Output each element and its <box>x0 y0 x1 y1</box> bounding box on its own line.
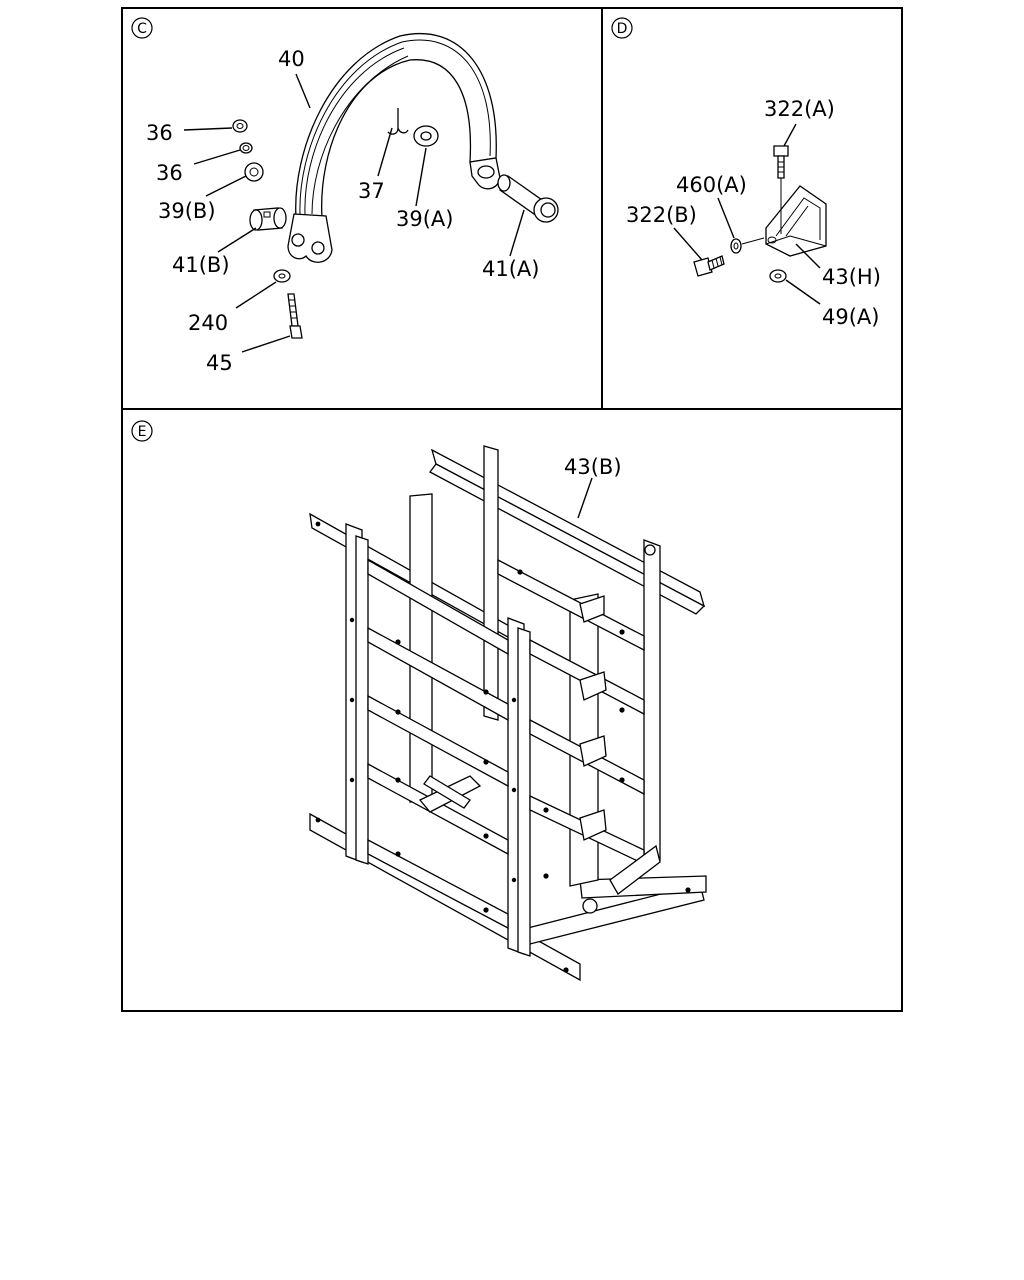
label-part-41a: 41(A) <box>482 257 539 281</box>
label-part-240: 240 <box>188 311 228 335</box>
label-part-460a: 460(A) <box>676 173 747 197</box>
label-part-45: 45 <box>206 351 233 375</box>
section-d-leaders <box>673 123 821 305</box>
section-c-leaders <box>183 73 525 353</box>
spacer-39b-part <box>244 162 264 182</box>
label-part-40: 40 <box>278 47 305 71</box>
frame-43b-part <box>309 445 707 982</box>
label-part-43h: 43(H) <box>822 265 881 289</box>
svg-text:E: E <box>138 424 147 440</box>
label-part-322a: 322(A) <box>764 97 835 121</box>
nut-36-lower-part <box>239 142 253 154</box>
section-badge-d: D <box>611 17 633 39</box>
nut-49a-part <box>769 269 787 283</box>
washer-460a-part <box>730 238 742 254</box>
section-badge-c: C <box>131 17 153 39</box>
bolt-322b-part <box>693 255 725 277</box>
bolt-322a-part <box>773 145 789 179</box>
strap-band-part <box>287 33 501 263</box>
hook-part <box>387 108 409 135</box>
label-part-36-upper: 36 <box>146 121 173 145</box>
label-part-36-lower: 36 <box>156 161 183 185</box>
section-badge-e: E <box>131 420 153 442</box>
pin-41a-part <box>497 174 559 223</box>
label-part-39a: 39(A) <box>396 207 453 231</box>
svg-text:C: C <box>137 21 147 37</box>
section-d-drawing: 322(A) 460(A) 322(B) 43(H) 49(A) <box>626 97 881 329</box>
bolt-45-part <box>287 293 303 339</box>
label-part-322b: 322(B) <box>626 203 697 227</box>
section-c-drawing: 40 36 36 39(B) 41(B) 240 45 37 39(A) 41(… <box>146 33 559 375</box>
frame-bolt-holes <box>315 521 691 973</box>
nut-36-upper-part <box>232 119 248 133</box>
label-part-37: 37 <box>358 179 385 203</box>
panel-borders <box>121 7 903 1012</box>
label-part-43b: 43(B) <box>564 455 622 479</box>
label-part-39b: 39(B) <box>158 199 216 223</box>
washer-240-part <box>273 269 291 283</box>
pin-41b-part <box>249 207 287 231</box>
svg-text:D: D <box>617 21 628 37</box>
washer-39a-part <box>413 125 439 147</box>
section-e-drawing: 43(B) <box>309 445 707 982</box>
section-e-leader <box>577 477 593 519</box>
bracket-43h-part <box>765 185 827 257</box>
label-part-49a: 49(A) <box>822 305 879 329</box>
label-part-41b: 41(B) <box>172 253 230 277</box>
